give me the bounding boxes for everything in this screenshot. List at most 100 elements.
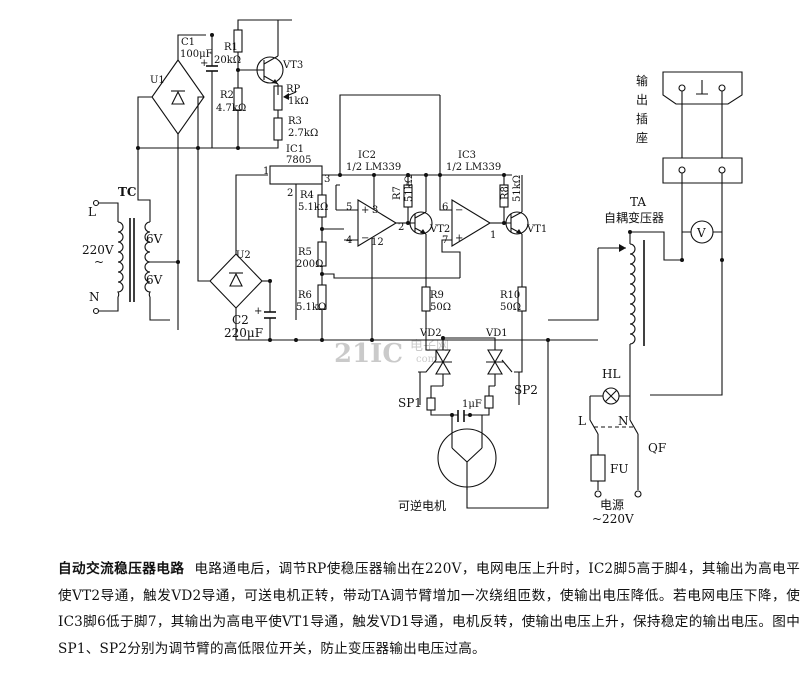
r1-label: R1 [224, 42, 238, 53]
comparator-ic2: IC2 1/2 LM339 + − 5 4 3 12 2 [344, 150, 408, 340]
r4-value: 5.1kΩ [298, 202, 328, 213]
r5-label: R5 [298, 247, 312, 258]
ic2-minus: − [361, 233, 369, 244]
r1-value: 20kΩ [214, 55, 241, 66]
ic2-pin3: 3 [372, 205, 378, 216]
ic1-pin3: 3 [324, 174, 330, 185]
tc-input-voltage: 220V [82, 243, 114, 257]
mains-voltage: ~220V [592, 512, 634, 526]
mains-neutral-label: N [618, 414, 629, 428]
transformer-tc: L N 220V ~ TC 6V 6V [82, 148, 178, 321]
r6-label: R6 [298, 290, 312, 301]
bias-network: C1 100μF + R1 20kΩ VT3 R2 4.7kΩ RP 1kΩ R… [138, 19, 318, 149]
c1-value: 100μF [180, 49, 213, 60]
caption-body: 电路通电后，调节RP使稳压器输出在220V，电网电压上升时，IC2脚5高于脚4，… [58, 561, 800, 657]
divider-r4-r5-r6: R4 5.1kΩ R5 200Ω R6 5.1kΩ [296, 175, 460, 340]
r7-label: R7 [392, 186, 403, 200]
c2-label: C2 [232, 313, 249, 327]
c2-plus: + [254, 306, 262, 317]
tc-input-neutral: N [89, 290, 100, 304]
motor-cap-value: 1μF [462, 399, 482, 410]
ic3-minus: − [455, 205, 463, 216]
triacs: VD2 VD1 [418, 328, 520, 405]
tc-secondary-1: 6V [146, 232, 163, 246]
r5-value: 200Ω [296, 259, 323, 270]
ic2-label: IC2 [358, 150, 376, 161]
r8-value: 51kΩ [512, 175, 523, 202]
ic3-pin6: 6 [442, 202, 448, 213]
caption-title: 自动交流稳压器电路 [58, 561, 185, 577]
sp2-label: SP2 [514, 383, 538, 397]
ic1-label: IC1 [286, 144, 304, 155]
u2-label: U2 [236, 250, 251, 261]
r10-value: 50Ω [500, 302, 521, 313]
bridge-u2: U2 [197, 148, 598, 341]
rp-label: RP [286, 84, 301, 95]
c1-plus: + [200, 58, 208, 69]
r7-value: 51kΩ [404, 175, 415, 202]
mains-phase-label: L [578, 414, 586, 428]
ic1-part: 7805 [286, 155, 311, 166]
vd1-label: VD1 [485, 328, 508, 339]
vt2-label: VT2 [429, 224, 450, 235]
ic1-pin2: 2 [287, 188, 293, 199]
watermark-brand: 21IC [334, 339, 403, 369]
socket-label-3: 插 [636, 112, 648, 126]
ic3-pin1: 1 [490, 230, 496, 241]
sp1-label: SP1 [398, 396, 422, 410]
ic2-pin2: 2 [398, 222, 404, 233]
r10-label: R10 [500, 290, 520, 301]
voltmeter-label: V [696, 226, 706, 240]
tc-input-tilde: ~ [94, 255, 104, 269]
r2-value: 4.7kΩ [216, 103, 246, 114]
output-socket: 输 出 插 座 [636, 71, 743, 260]
r4-label: R4 [300, 190, 314, 201]
ic2-part: 1/2 LM339 [346, 162, 401, 173]
r3-value: 2.7kΩ [288, 128, 318, 139]
vt3-label: VT3 [282, 60, 303, 71]
mains-section: HL L N QF FU 电源 ~220V [578, 360, 666, 526]
socket-label-4: 座 [636, 130, 648, 145]
motor-label: 可逆电机 [398, 498, 446, 513]
figure-caption: 自动交流稳压器电路电路通电后，调节RP使稳压器输出在220V，电网电压上升时，I… [58, 556, 800, 662]
r2-label: R2 [220, 90, 234, 101]
ic1-pin1: 1 [263, 166, 269, 177]
rp-value: 1kΩ [288, 96, 309, 107]
watermark-domain: com [416, 354, 438, 365]
r9-value: 50Ω [430, 302, 451, 313]
hl-label: HL [602, 367, 620, 381]
ic3-part: 1/2 LM339 [446, 162, 501, 173]
tc-input-phase: L [88, 205, 96, 219]
circuit-schematic: 21IC 电子网 com L N 220V ~ TC 6V 6V U1 U2 [82, 19, 743, 526]
bridge-u1: U1 [137, 34, 206, 330]
ta-desc: 自耦变压器 [604, 210, 664, 225]
motor-section: SP1 SP2 1μF 可逆电机 [398, 248, 599, 513]
r6-value: 5.1kΩ [296, 302, 326, 313]
r3-label: R3 [288, 116, 302, 127]
junctions [136, 33, 724, 417]
r9-label: R9 [430, 290, 444, 301]
u1-label: U1 [150, 75, 165, 86]
comparator-ic3: IC3 1/2 LM339 − + 6 7 1 [439, 150, 504, 278]
ic2-pin5: 5 [346, 202, 352, 213]
r8-label: R8 [500, 186, 511, 200]
tc-label: TC [118, 185, 136, 199]
autotransformer-ta: TA 自耦变压器 V [598, 195, 723, 396]
c2-value: 220μF [224, 326, 263, 340]
c1-label: C1 [181, 37, 195, 48]
fu-label: FU [610, 462, 628, 476]
ic3-plus: + [455, 233, 463, 244]
vt1-label: VT1 [526, 224, 547, 235]
ic2-pin12: 12 [371, 237, 384, 248]
ic2-plus: + [361, 205, 369, 216]
ic3-label: IC3 [458, 150, 476, 161]
tc-secondary-2: 6V [146, 273, 163, 287]
mains-label: 电源 [600, 498, 624, 512]
vd2-label: VD2 [419, 328, 442, 339]
qf-label: QF [648, 441, 666, 455]
ta-label: TA [630, 195, 646, 209]
socket-label-2: 出 [636, 93, 648, 107]
gate-resistors: R9 50Ω R10 50Ω [421, 286, 527, 373]
capacitor-c2: C2 220μF + [224, 281, 276, 340]
socket-label-1: 输 [636, 73, 648, 88]
